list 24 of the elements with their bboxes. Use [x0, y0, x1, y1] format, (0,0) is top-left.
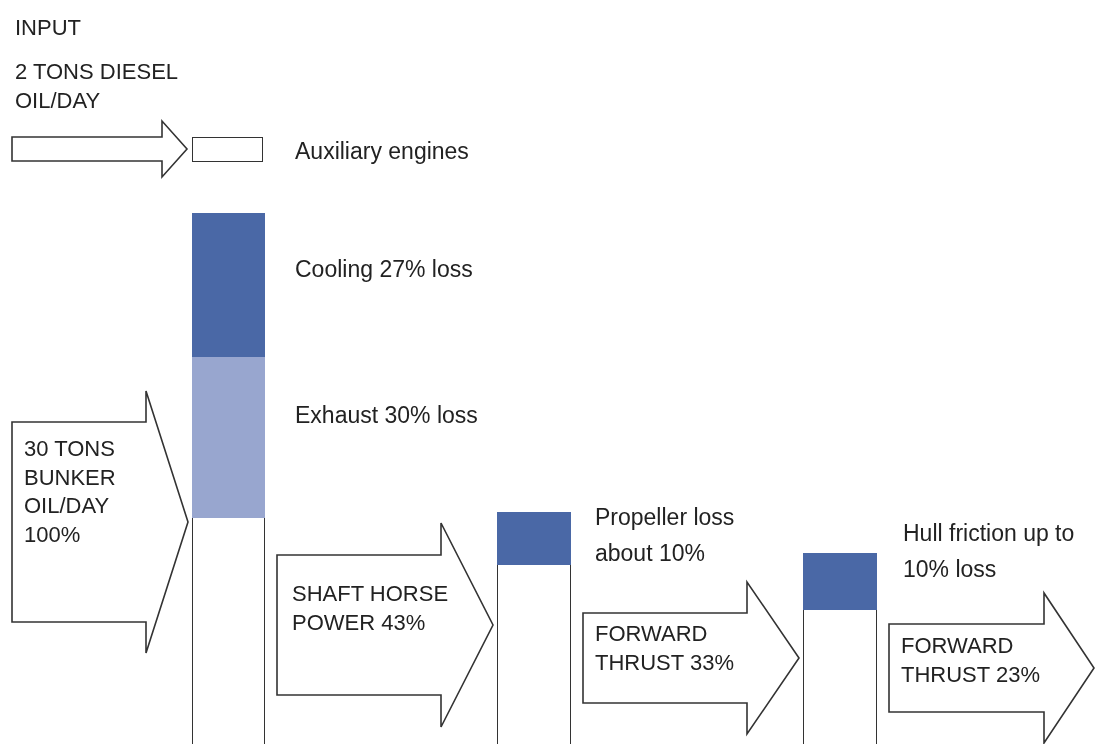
edge-label: SHAFT HORSE POWER 43% — [292, 580, 450, 637]
node-caption: Propeller loss about 10% — [595, 503, 736, 568]
loss-segment — [191, 212, 265, 357]
block-arrow — [11, 390, 189, 654]
node-caption: Hull friction up to 10% loss — [903, 519, 1076, 584]
input-label: 2 TONS DIESEL OIL/DAY — [15, 58, 179, 115]
loss-segment — [802, 552, 877, 610]
edge-label: 30 TONS BUNKER OIL/DAY 100% — [24, 435, 117, 549]
node-caption: Cooling 27% loss — [295, 255, 474, 284]
node-caption: Auxiliary engines — [295, 137, 470, 166]
edge-label: FORWARD THRUST 33% — [595, 620, 735, 677]
block-arrow — [582, 579, 800, 737]
block-arrow — [276, 522, 494, 728]
loss-segment — [496, 511, 571, 565]
edge-label: FORWARD THRUST 23% — [901, 632, 1041, 689]
node-caption: Exhaust 30% loss — [295, 401, 479, 430]
loss-segment — [191, 356, 265, 518]
energy-column — [192, 213, 265, 744]
heading-text: INPUT — [15, 14, 82, 42]
block-arrow — [11, 118, 189, 180]
block-arrow — [888, 590, 1095, 744]
energy-column — [803, 553, 877, 744]
engine-box — [192, 137, 263, 162]
energy-column — [497, 512, 571, 744]
